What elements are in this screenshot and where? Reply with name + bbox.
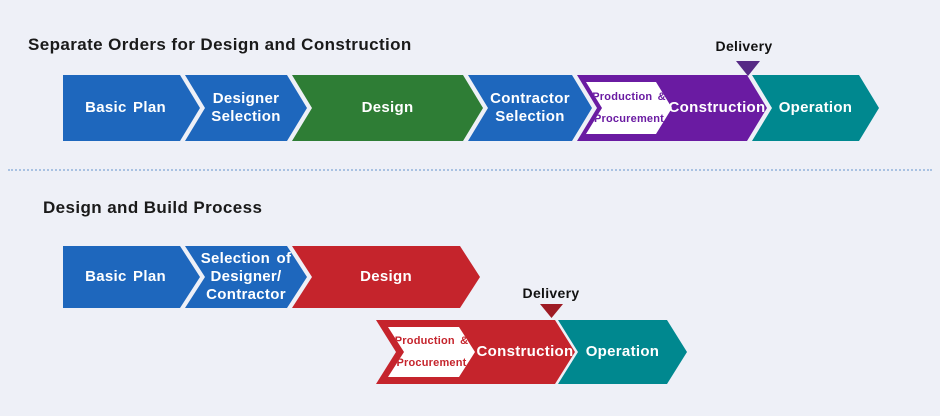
step-label: Design xyxy=(360,268,412,285)
row1-step-basic-plan: Basic Plan xyxy=(63,75,200,141)
step-label: Basic Plan xyxy=(85,268,166,285)
row1-delivery-marker-icon xyxy=(736,61,760,76)
step-label: Contractor Selection xyxy=(490,90,570,125)
step-label: Operation xyxy=(778,99,853,116)
row2-delivery-label: Delivery xyxy=(522,285,580,301)
step-label: Construction xyxy=(668,99,766,116)
step-label: Selection of Designer/ Contractor xyxy=(200,250,292,303)
section-divider xyxy=(8,169,932,171)
row1-step-operation: Operation xyxy=(752,75,879,141)
row1-step-designer-selection: Designer Selection xyxy=(185,75,307,141)
row1-step-construction-group: Production & Procurement Construction xyxy=(577,75,767,141)
row1-title: Separate Orders for Design and Construct… xyxy=(28,35,412,54)
row2-step-production-procurement: Production & Procurement xyxy=(388,327,475,377)
row2-step-operation: Operation xyxy=(558,320,687,384)
step-label: Design xyxy=(361,99,414,116)
step-label: Basic Plan xyxy=(85,99,166,116)
row1-delivery-label: Delivery xyxy=(715,38,773,54)
row2-delivery-marker-icon xyxy=(540,304,563,318)
row2-step-construction-group: Production & Procurement Construction xyxy=(376,320,575,384)
row1-step-production-procurement: Production & Procurement xyxy=(586,82,672,134)
row2-step-basic-plan: Basic Plan xyxy=(63,246,200,308)
row2-step-design: Design xyxy=(292,246,480,308)
row1-step-contractor-selection: Contractor Selection xyxy=(468,75,592,141)
row2-step-selection-designer-contractor: Selection of Designer/ Contractor xyxy=(185,246,307,308)
step-label: Construction xyxy=(476,343,574,360)
row2-title: Design and Build Process xyxy=(43,198,263,217)
step-label: Designer Selection xyxy=(211,90,281,125)
row1-step-design: Design xyxy=(292,75,483,141)
step-label: Operation xyxy=(585,343,660,360)
